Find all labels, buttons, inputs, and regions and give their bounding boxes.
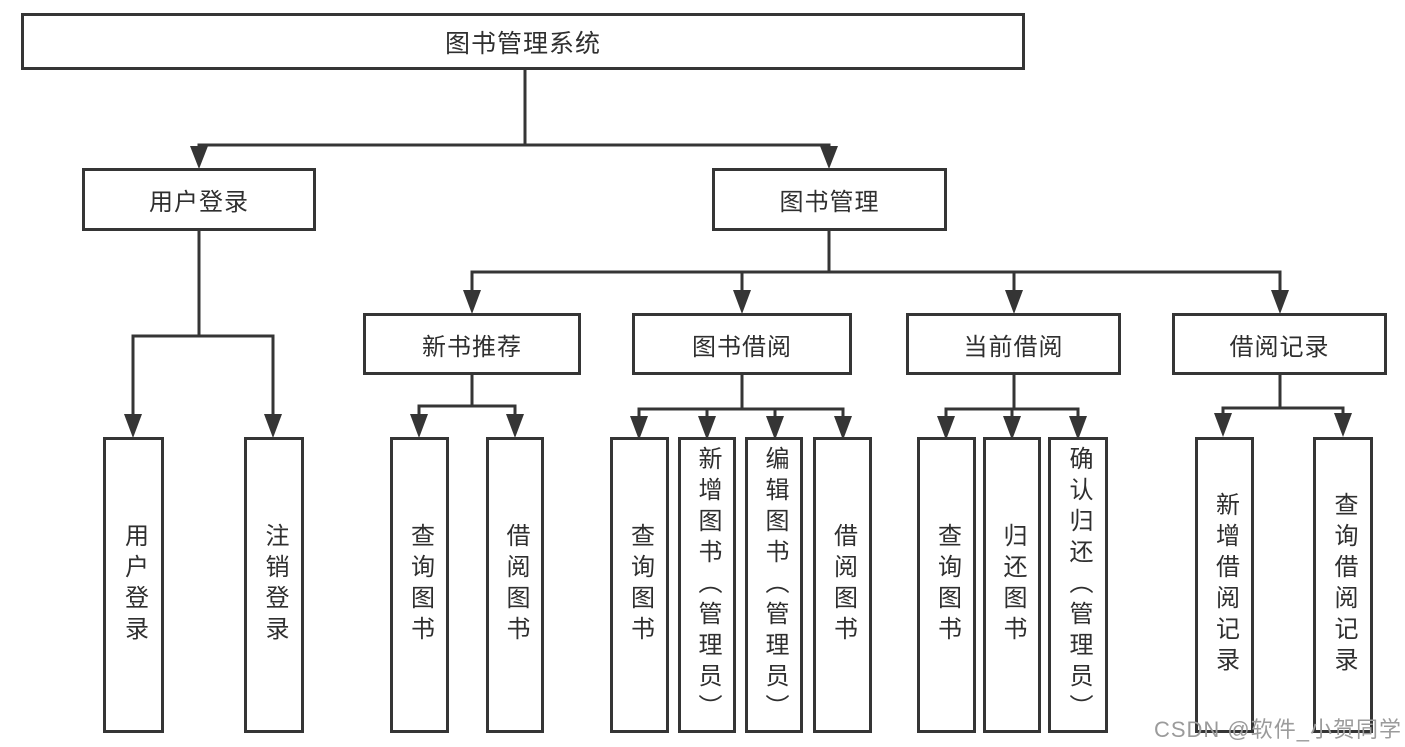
node-label: 查询借阅记录 — [1330, 492, 1357, 678]
arrowheads — [124, 146, 1352, 440]
node-user-login: 用户登录 — [82, 168, 316, 231]
node-label: 新书推荐 — [422, 333, 522, 361]
node-label: 查询图书 — [933, 523, 961, 647]
node-label: 注销登录 — [261, 523, 288, 647]
node-book-borrow: 图书借阅 — [632, 313, 852, 375]
node-label: 当前借阅 — [963, 333, 1064, 361]
node-borrow-records: 借阅记录 — [1172, 313, 1387, 375]
node-label: 图书借阅 — [692, 333, 792, 361]
node-new-book-recommend: 新书推荐 — [363, 313, 581, 375]
leaf-query-borrow-record: 查询借阅记录 — [1313, 437, 1373, 733]
node-label: 编辑图书（管理员） — [761, 445, 788, 725]
leaf-borrow-books-recommend: 借阅图书 — [486, 437, 544, 733]
node-label: 新增借阅记录 — [1211, 492, 1239, 678]
node-label: 归还图书 — [999, 523, 1026, 647]
node-book-management: 图书管理 — [712, 168, 947, 231]
node-label: 用户登录 — [120, 523, 148, 647]
node-label: 借阅图书 — [829, 523, 857, 647]
leaf-return-books: 归还图书 — [983, 437, 1041, 733]
leaf-user-login: 用户登录 — [103, 437, 164, 733]
node-library-management-system: 图书管理系统 — [21, 13, 1025, 70]
node-label: 图书管理系统 — [444, 29, 601, 58]
node-label: 新增图书（管理员） — [694, 445, 721, 725]
node-current-borrow: 当前借阅 — [906, 313, 1121, 375]
node-label: 查询图书 — [626, 523, 654, 647]
leaf-query-books-borrow: 查询图书 — [610, 437, 669, 733]
leaf-logout: 注销登录 — [244, 437, 304, 733]
leaf-query-books-current: 查询图书 — [917, 437, 976, 733]
leaf-edit-book-admin: 编辑图书（管理员） — [745, 437, 803, 733]
csdn-watermark: CSDN @软件_小贺同学 — [1153, 717, 1402, 742]
leaf-query-books-recommend: 查询图书 — [390, 437, 449, 733]
leaf-borrow-books: 借阅图书 — [813, 437, 872, 733]
node-label: 借阅图书 — [502, 523, 529, 647]
node-label: 借阅记录 — [1229, 333, 1330, 361]
node-label: 图书管理 — [779, 189, 880, 216]
node-label: 用户登录 — [149, 189, 249, 216]
node-label: 确认归还（管理员） — [1065, 445, 1092, 725]
leaf-add-book-admin: 新增图书（管理员） — [678, 437, 736, 733]
leaf-add-borrow-record: 新增借阅记录 — [1195, 437, 1254, 733]
node-label: 查询图书 — [406, 523, 434, 647]
leaf-confirm-return-admin: 确认归还（管理员） — [1048, 437, 1108, 733]
